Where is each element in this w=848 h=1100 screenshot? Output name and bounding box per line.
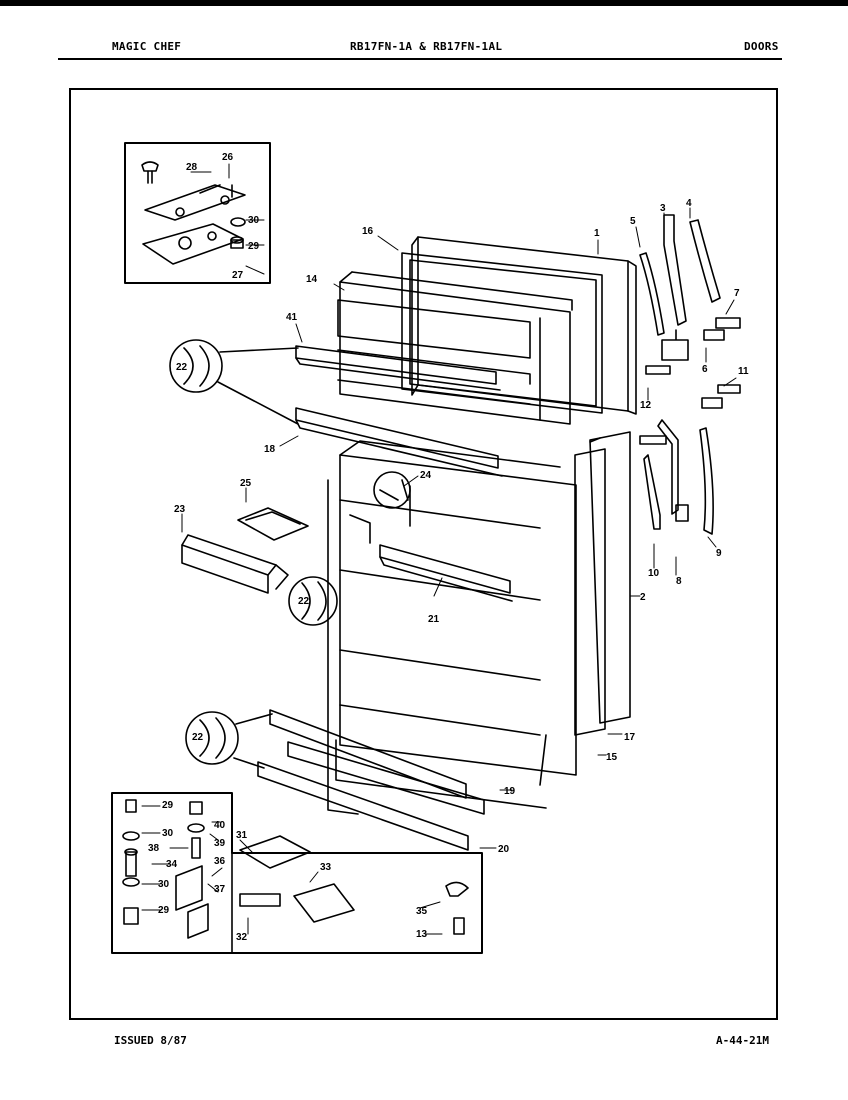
callout-11: 11 [738, 366, 749, 377]
callout-labels: 1 2 3 4 5 6 7 8 9 10 11 12 13 14 15 16 1… [148, 152, 749, 943]
lower-hinge-inset [111, 792, 483, 954]
fresh-food-door-assembly [327, 431, 631, 815]
callout-24: 24 [420, 470, 432, 481]
callout-4: 4 [686, 198, 692, 209]
callout-20: 20 [498, 844, 510, 855]
callout-31: 31 [236, 830, 248, 841]
callout-14: 14 [306, 274, 318, 285]
callout-18: 18 [264, 444, 276, 455]
callout-8: 8 [676, 576, 682, 587]
callout-2: 2 [640, 592, 646, 603]
callout-29-top: 29 [248, 241, 260, 252]
callout-15: 15 [606, 752, 618, 763]
callout-36: 36 [214, 856, 226, 867]
callout-37: 37 [214, 884, 226, 895]
callout-40: 40 [214, 820, 226, 831]
callout-22-bottom: 22 [192, 732, 204, 743]
callout-16: 16 [362, 226, 374, 237]
callout-27: 27 [232, 270, 244, 281]
trim-clip-detail-middle [288, 576, 338, 626]
brand-label: MAGIC CHEF [112, 40, 182, 53]
trim-clip-detail-bottom [185, 711, 273, 769]
callout-39: 39 [214, 838, 226, 849]
leader-lines [141, 163, 737, 935]
callout-35: 35 [416, 906, 428, 917]
callout-9: 9 [716, 548, 722, 559]
freezer-door-assembly [337, 236, 637, 425]
hinge-parts [639, 214, 741, 535]
callout-5: 5 [630, 216, 636, 227]
egg-tray-detail [373, 471, 411, 509]
callout-6: 6 [702, 364, 708, 375]
callout-1: 1 [594, 228, 600, 239]
bottom-rails [257, 709, 485, 851]
callout-26: 26 [222, 152, 234, 163]
callout-33: 33 [320, 862, 332, 873]
callout-25: 25 [240, 478, 252, 489]
callout-30-top: 30 [248, 215, 260, 226]
document-code: A-44-21M [716, 1034, 769, 1047]
callout-29-b: 29 [158, 905, 170, 916]
model-label: RB17FN-1A & RB17FN-1AL [350, 40, 503, 53]
section-label: DOORS [744, 40, 779, 53]
callout-23: 23 [174, 504, 186, 515]
dairy-shelf-rail [379, 544, 513, 602]
issued-date: ISSUED 8/87 [114, 1034, 187, 1047]
callout-34: 34 [166, 859, 178, 870]
callout-17: 17 [624, 732, 636, 743]
header-rule [58, 58, 782, 60]
callout-7: 7 [734, 288, 740, 299]
callout-13: 13 [416, 929, 428, 940]
top-border [0, 0, 848, 6]
door-cover [181, 534, 289, 594]
callout-28: 28 [186, 162, 198, 173]
callout-30-b: 30 [158, 879, 170, 890]
diagram-frame [69, 88, 778, 1020]
callout-22-freezer: 22 [176, 362, 188, 373]
freezer-shelf-rails [295, 345, 503, 477]
callout-12: 12 [640, 400, 652, 411]
upper-hinge-inset [124, 142, 271, 284]
callout-29-a: 29 [162, 800, 174, 811]
callout-30-a: 30 [162, 828, 174, 839]
callout-21: 21 [428, 614, 440, 625]
butter-tray [237, 507, 309, 541]
callout-3: 3 [660, 203, 666, 214]
callout-32: 32 [236, 932, 248, 943]
callout-41: 41 [286, 312, 298, 323]
callout-19: 19 [504, 786, 516, 797]
callout-38: 38 [148, 843, 160, 854]
callout-10: 10 [648, 568, 660, 579]
callout-22-middle: 22 [298, 596, 310, 607]
trim-clip-detail-freezer [169, 339, 299, 425]
